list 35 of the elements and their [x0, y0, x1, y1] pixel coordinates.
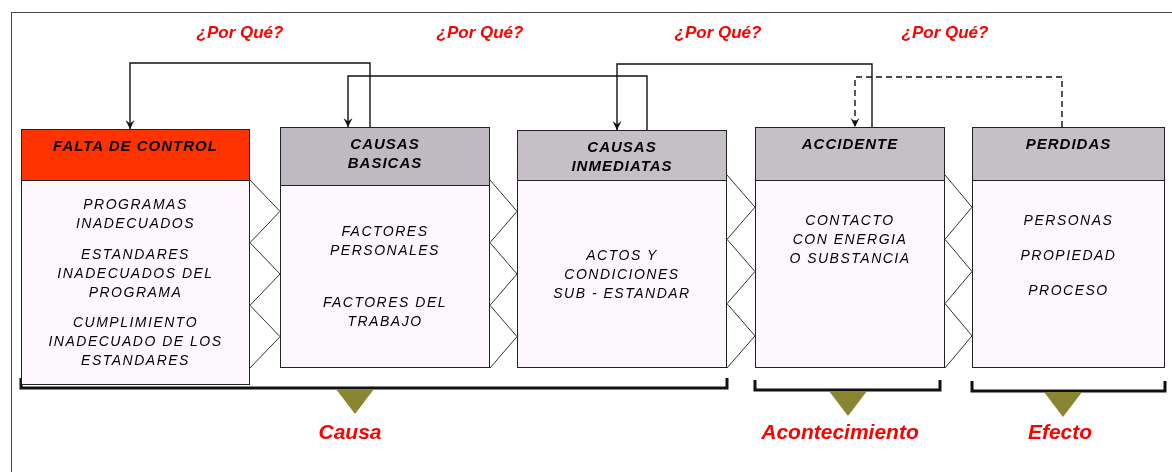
column-header: PERDIDAS — [973, 128, 1164, 181]
feedback-arrow — [612, 63, 873, 131]
why-label: ¿Por Qué? — [901, 23, 989, 43]
process-column — [21, 129, 250, 385]
cause-item: PROPIEDAD — [1020, 246, 1117, 265]
cause-item: PROCESO — [1028, 281, 1109, 300]
cause-item: PERSONAS — [1023, 211, 1114, 230]
chevron-arrow — [489, 179, 518, 369]
column-header: CAUSAS BASICAS — [281, 128, 489, 186]
process-column — [755, 127, 945, 368]
category-label: Acontecimiento — [761, 420, 919, 444]
process-column — [972, 127, 1165, 368]
feedback-arrow — [125, 62, 371, 130]
column-header: CAUSAS INMEDIATAS — [518, 131, 726, 181]
cause-item: FACTORES DEL TRABAJO — [321, 293, 449, 332]
category-label: Causa — [318, 420, 382, 444]
cause-item: ACTOS Y CONDICIONES SUB - ESTANDAR — [552, 245, 692, 303]
feedback-arrow — [850, 76, 1063, 128]
process-column — [280, 127, 490, 368]
feedback-arrow — [343, 75, 648, 131]
process-column — [517, 130, 727, 368]
why-label: ¿Por Qué? — [436, 23, 524, 43]
cause-item: ESTANDARES INADECUADOS DEL PROGRAMA — [56, 244, 215, 302]
cause-item: CUMPLIMIENTO INADECUADO DE LOS ESTANDARES — [47, 313, 224, 371]
category-label: Efecto — [1027, 420, 1093, 444]
cause-item: CONTACTO CON ENERGIA O SUBSTANCIA — [788, 211, 912, 268]
column-header: FALTA DE CONTROL — [22, 130, 249, 181]
why-label: ¿Por Qué? — [196, 23, 284, 43]
column-header: ACCIDENTE — [756, 128, 944, 181]
cause-item: PROGRAMAS INADECUADOS — [74, 194, 197, 233]
chevron-arrow — [249, 179, 281, 369]
why-label: ¿Por Qué? — [674, 23, 762, 43]
cause-item: FACTORES PERSONALES — [329, 221, 441, 260]
chevron-arrow — [944, 174, 973, 369]
chevron-arrow — [726, 174, 756, 369]
